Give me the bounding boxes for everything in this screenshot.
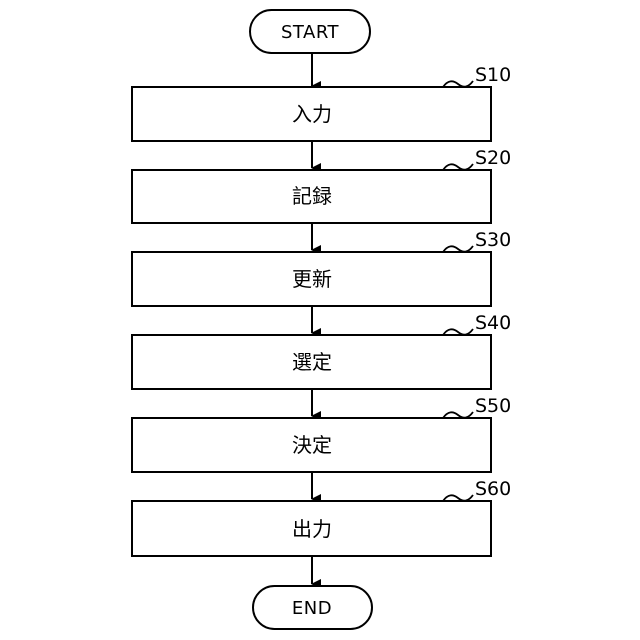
step-s40-label: 選定 [292, 350, 332, 374]
end-terminal: END [253, 586, 372, 629]
start-label: START [281, 22, 340, 43]
start-terminal: START [250, 10, 370, 53]
step-s40-id: S40 [475, 312, 511, 334]
step-s60-id: S60 [475, 478, 511, 500]
step-s50: 決定 S50 [132, 395, 511, 472]
step-s30: 更新 S30 [132, 229, 511, 306]
step-s40: 選定 S40 [132, 312, 511, 389]
end-label: END [292, 598, 332, 619]
step-s10-id: S10 [475, 64, 511, 86]
step-s30-id: S30 [475, 229, 511, 251]
step-s50-label: 決定 [292, 433, 332, 457]
step-s60: 出力 S60 [132, 478, 511, 556]
step-s30-label: 更新 [292, 267, 332, 291]
step-s20: 記録 S20 [132, 147, 511, 223]
step-s10-label: 入力 [292, 102, 332, 126]
step-s20-label: 記録 [292, 184, 332, 208]
step-s10: 入力 S10 [132, 64, 511, 141]
step-s50-id: S50 [475, 395, 511, 417]
step-s20-id: S20 [475, 147, 511, 169]
step-s60-label: 出力 [292, 517, 332, 541]
